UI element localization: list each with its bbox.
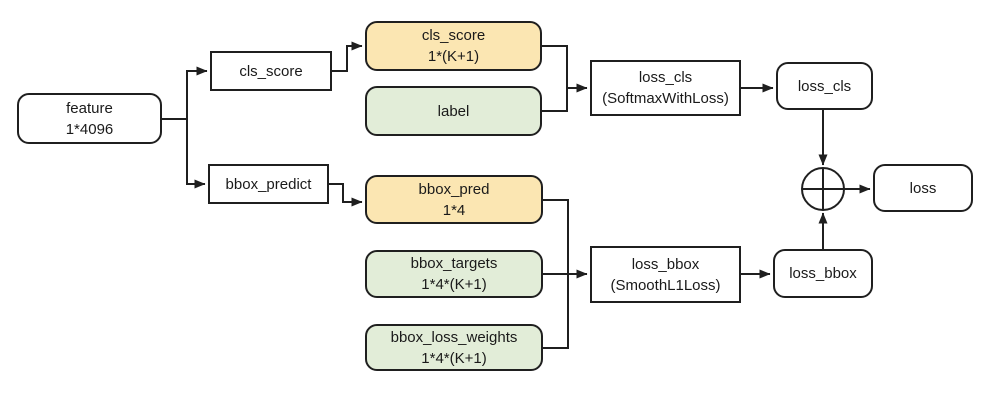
cls-score-layer-node: cls_score [210, 51, 332, 91]
edge-cls-score-to-blob [332, 41, 363, 72]
bbox-loss-weights-blob-node: bbox_loss_weights 1*4*(K+1) [365, 324, 543, 371]
bbox-targets-blob-node: bbox_targets 1*4*(K+1) [365, 250, 543, 298]
cls-score-blob-node: cls_score 1*(K+1) [365, 21, 542, 71]
node-dims: 1*(K+1) [427, 48, 480, 65]
loss-bbox-blob-node: loss_bbox [773, 249, 873, 298]
node-label: loss [909, 179, 937, 197]
loss-blob-node: loss [873, 164, 973, 212]
node-label: loss_cls [638, 69, 693, 86]
loss-cls-blob-node: loss_cls [776, 62, 873, 110]
node-label: bbox_targets [410, 255, 498, 272]
loss-bbox-layer-node: loss_bbox (SmoothL1Loss) [590, 246, 741, 303]
node-label: cls_score [239, 62, 303, 80]
node-dims: 1*4 [442, 201, 466, 219]
node-sublabel: (SmoothL1Loss) [610, 276, 721, 294]
node-label: bbox_predict [225, 175, 312, 193]
node-dims: 1*4*(K+1) [421, 349, 487, 367]
node-label: cls_score [421, 27, 486, 44]
bbox-predict-layer-node: bbox_predict [208, 164, 329, 204]
label-blob-node: label [365, 86, 542, 136]
edge-feature-to-cls-score [186, 66, 208, 119]
node-label: feature [66, 99, 113, 117]
edge-cls-collect [542, 45, 568, 112]
node-label: label [437, 102, 470, 120]
bbox-pred-blob-node: bbox_pred 1*4 [365, 175, 543, 224]
node-dims: 1*4*(K+1) [421, 276, 487, 293]
edge-bbox-predict-to-blob [329, 183, 363, 207]
node-label: bbox_pred [418, 180, 490, 198]
node-label: loss_bbox [789, 265, 857, 282]
node-label: bbox_loss_weights [390, 328, 518, 346]
node-dims: 1*4096 [65, 120, 114, 138]
edge-feature-to-bbox-predict [186, 119, 206, 189]
feature-node: feature 1*4096 [17, 93, 162, 144]
loss-cls-layer-node: loss_cls (SoftmaxWithLoss) [590, 60, 741, 116]
node-label: loss_bbox [631, 255, 700, 273]
node-sublabel: (SoftmaxWithLoss) [602, 90, 729, 107]
node-label: loss_cls [797, 77, 852, 95]
